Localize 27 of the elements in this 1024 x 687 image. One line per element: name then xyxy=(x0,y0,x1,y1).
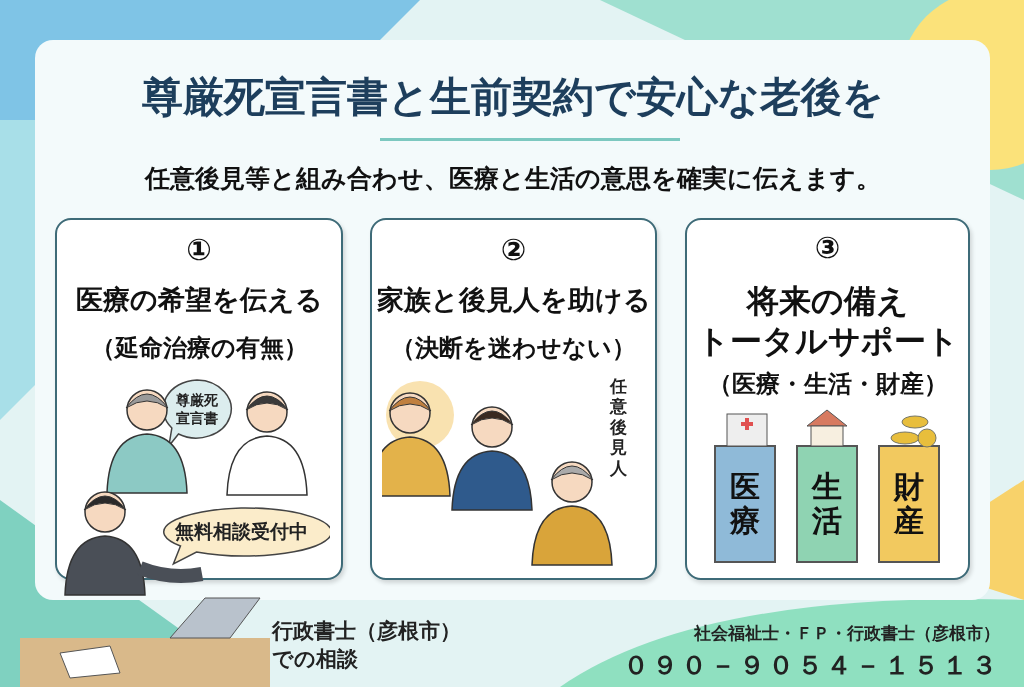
card-heading: トータルサポート xyxy=(695,321,960,362)
card xyxy=(55,218,343,580)
card xyxy=(370,218,657,580)
card-subheading: （決断を迷わせない） xyxy=(390,333,637,364)
pillar xyxy=(714,445,776,563)
bubble-text: 尊厳死宣言書 xyxy=(175,390,219,428)
title: 尊厳死宣言書と生前契約で安心な老後を xyxy=(140,72,885,123)
pillar-label: 生活 xyxy=(811,469,843,539)
card-heading: 医療の希望を伝える xyxy=(74,283,324,317)
pillar-label: 医療 xyxy=(729,469,761,539)
footer-text: 社会福祉士・ＦＰ・行政書士（彦根市） xyxy=(693,622,1000,645)
phone-number: ０９０－９０５４－１５１３ xyxy=(622,649,1000,682)
circled-number: ② xyxy=(499,232,528,267)
vertical-label: 任意後見人 xyxy=(610,376,628,478)
card-heading: 家族と後見人を助ける xyxy=(375,283,652,317)
card-subheading: （医療・生活・財産） xyxy=(706,369,949,400)
pillar xyxy=(796,445,858,563)
circled-number: ③ xyxy=(813,230,842,265)
card-heading: 将来の備え xyxy=(745,281,910,322)
circled-number: ① xyxy=(185,232,213,267)
pillar xyxy=(878,445,940,563)
subtitle: 任意後見等と組み合わせ、医療と生活の意思を確実に伝えます。 xyxy=(143,163,882,195)
pillar-label: 財産 xyxy=(893,469,925,539)
bubble-text: 無料相談受付中 xyxy=(174,519,308,544)
footer-text: 行政書士（彦根市）での相談 xyxy=(272,618,462,674)
card-subheading: （延命治療の有無） xyxy=(89,333,309,364)
card xyxy=(685,218,970,580)
